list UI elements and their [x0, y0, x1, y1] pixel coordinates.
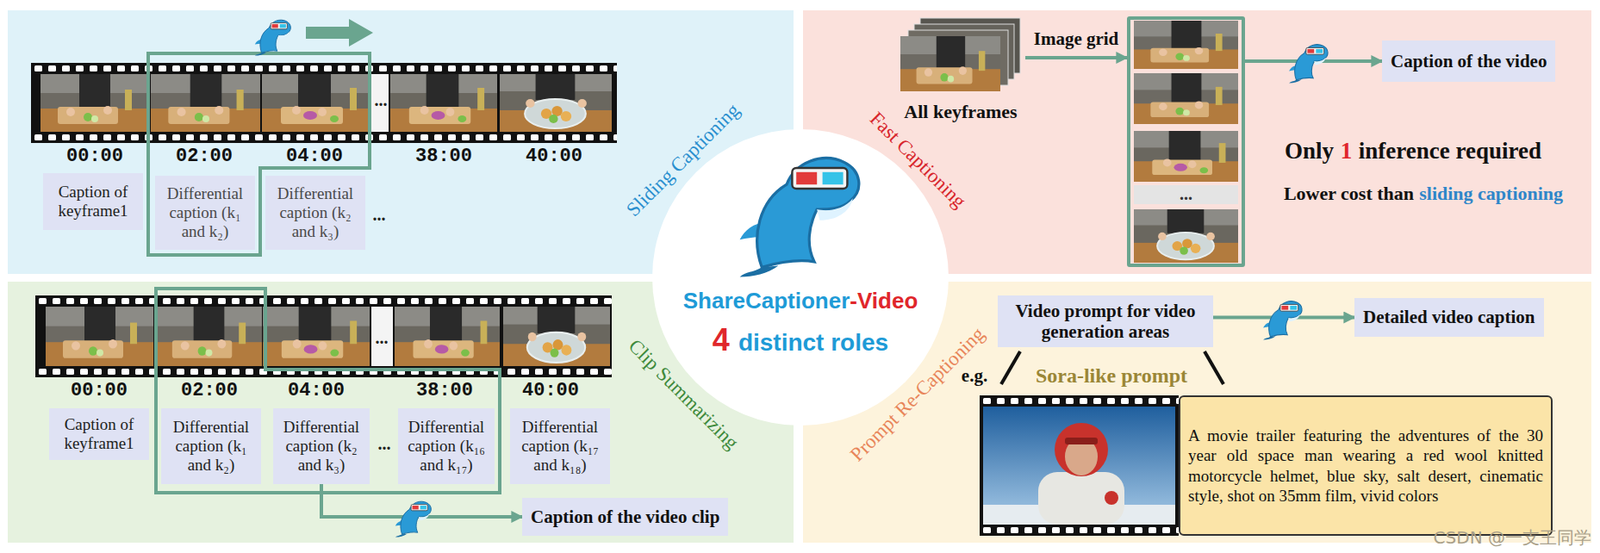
mascot-icon	[395, 501, 431, 537]
title-line: ShareCaptioner-Video	[652, 287, 949, 315]
mascot-icon	[740, 158, 860, 278]
watermark: CSDN @一支王同学	[1433, 526, 1592, 550]
center-circle: ShareCaptioner-Video 4 distinct roles	[652, 129, 949, 426]
sliding-window	[148, 53, 370, 256]
timestamp: 40:00	[525, 145, 583, 168]
title-text: -Video	[849, 287, 918, 314]
ellipsis: ...	[378, 434, 392, 455]
center-disc	[652, 129, 949, 426]
role-label: Fast Captioning	[865, 107, 971, 213]
node-text: All keyframes	[903, 100, 1017, 124]
example-title: Sora-like prompt	[1035, 364, 1188, 388]
title-text: ShareCaptioner	[683, 287, 851, 314]
input-prompt-box: Video prompt for video generation areas	[997, 295, 1214, 348]
timestamp: 04:00	[287, 379, 345, 402]
differential-caption-box: Differential caption (k₂ and k₃)	[273, 408, 370, 485]
keyframe-stack-image	[900, 18, 1021, 92]
differential-caption-box: Differential caption (k₁ and k₂)	[161, 408, 262, 485]
timestamp: 02:00	[175, 145, 233, 168]
output-caption-box: Detailed video caption	[1354, 298, 1544, 337]
mascot-icon	[255, 19, 291, 56]
node-text: A movie trailer featuring the adventures…	[1188, 425, 1544, 506]
output-caption-box: Caption of the video	[1382, 40, 1556, 82]
title-text: distinct roles	[738, 329, 889, 356]
image-grid-frame: ...	[1126, 16, 1246, 268]
node-text: Caption of the video clip	[530, 506, 720, 528]
differential-caption-box: Differential caption (k₁₇ and k₁₈)	[510, 408, 611, 485]
ellipsis: ...	[375, 328, 389, 349]
title-line: 4 distinct roles	[652, 322, 949, 359]
timestamp: 38:00	[416, 379, 474, 402]
timestamp: 40:00	[522, 379, 579, 402]
node-text: Differential caption (k₂ and k₃)	[275, 417, 368, 475]
timestamp: 00:00	[66, 145, 124, 168]
node-text: Differential caption (k₁ and k₂)	[163, 417, 259, 475]
timestamp: 38:00	[415, 145, 473, 168]
slide-arrow	[305, 18, 374, 47]
image-grid-frames	[1133, 20, 1239, 263]
node-text: ...	[1130, 184, 1242, 205]
node-text: Differential caption (k₁ and k₂)	[157, 184, 253, 242]
node-text: Differential caption (k₁₇ and k₁₈)	[512, 417, 608, 475]
statement-text: Only	[1284, 137, 1334, 164]
node-text: Caption of keyframe1	[45, 182, 141, 221]
clip-window	[155, 288, 500, 493]
astronaut-film	[979, 395, 1179, 536]
node-text: Differential caption (k₁₆ and k₁₇)	[400, 417, 492, 475]
timestamp: 00:00	[70, 379, 128, 402]
timestamp: 04:00	[286, 145, 343, 168]
differential-caption-box: Differential caption (k₂ and k₃)	[265, 175, 366, 250]
differential-caption-box: Differential caption (k₁ and k₂)	[155, 175, 256, 250]
output-caption-box: Caption of the video clip	[522, 498, 729, 536]
title-text: 4	[712, 322, 730, 358]
node-text: Caption of keyframe1	[51, 415, 147, 454]
ellipsis: ...	[373, 205, 386, 225]
node-text: Detailed video caption	[1363, 306, 1536, 328]
prompt-example-box: A movie trailer featuring the adventures…	[1178, 395, 1553, 536]
timestamp: 02:00	[180, 379, 238, 402]
mascot-icon	[1288, 44, 1328, 84]
keyframe-stack: All keyframes	[896, 18, 1026, 124]
bracket-line	[1204, 351, 1224, 385]
statement-text: sliding captioning	[1419, 182, 1563, 205]
statement-line: Only1inference required	[1284, 137, 1542, 165]
statement-number: 1	[1340, 137, 1353, 164]
caption-box: Caption of keyframe1	[49, 408, 150, 461]
differential-caption-box: Differential caption (k₁₆ and k₁₇)	[398, 408, 495, 485]
mascot-icon	[1263, 301, 1302, 341]
film-strip	[31, 62, 617, 144]
node-text: Video prompt for video generation areas	[1006, 300, 1205, 343]
role-label: Sliding Captioning	[622, 99, 745, 222]
statement-line: Lower cost thansliding captioning	[1283, 182, 1563, 206]
example-marker: e.g.	[961, 365, 988, 387]
film-strip	[35, 295, 612, 378]
node-text: Caption of the video	[1390, 50, 1547, 72]
bracket-line	[1001, 351, 1021, 385]
node-text: Differential caption (k₂ and k₃)	[267, 184, 363, 242]
statement-text: inference required	[1358, 137, 1542, 164]
caption-box: Caption of keyframe1	[43, 173, 144, 231]
connector-arrow	[1025, 56, 1127, 60]
edge-label: Image grid	[1033, 28, 1120, 50]
ellipsis: ...	[374, 90, 388, 111]
statement-text: Lower cost than	[1283, 182, 1414, 205]
